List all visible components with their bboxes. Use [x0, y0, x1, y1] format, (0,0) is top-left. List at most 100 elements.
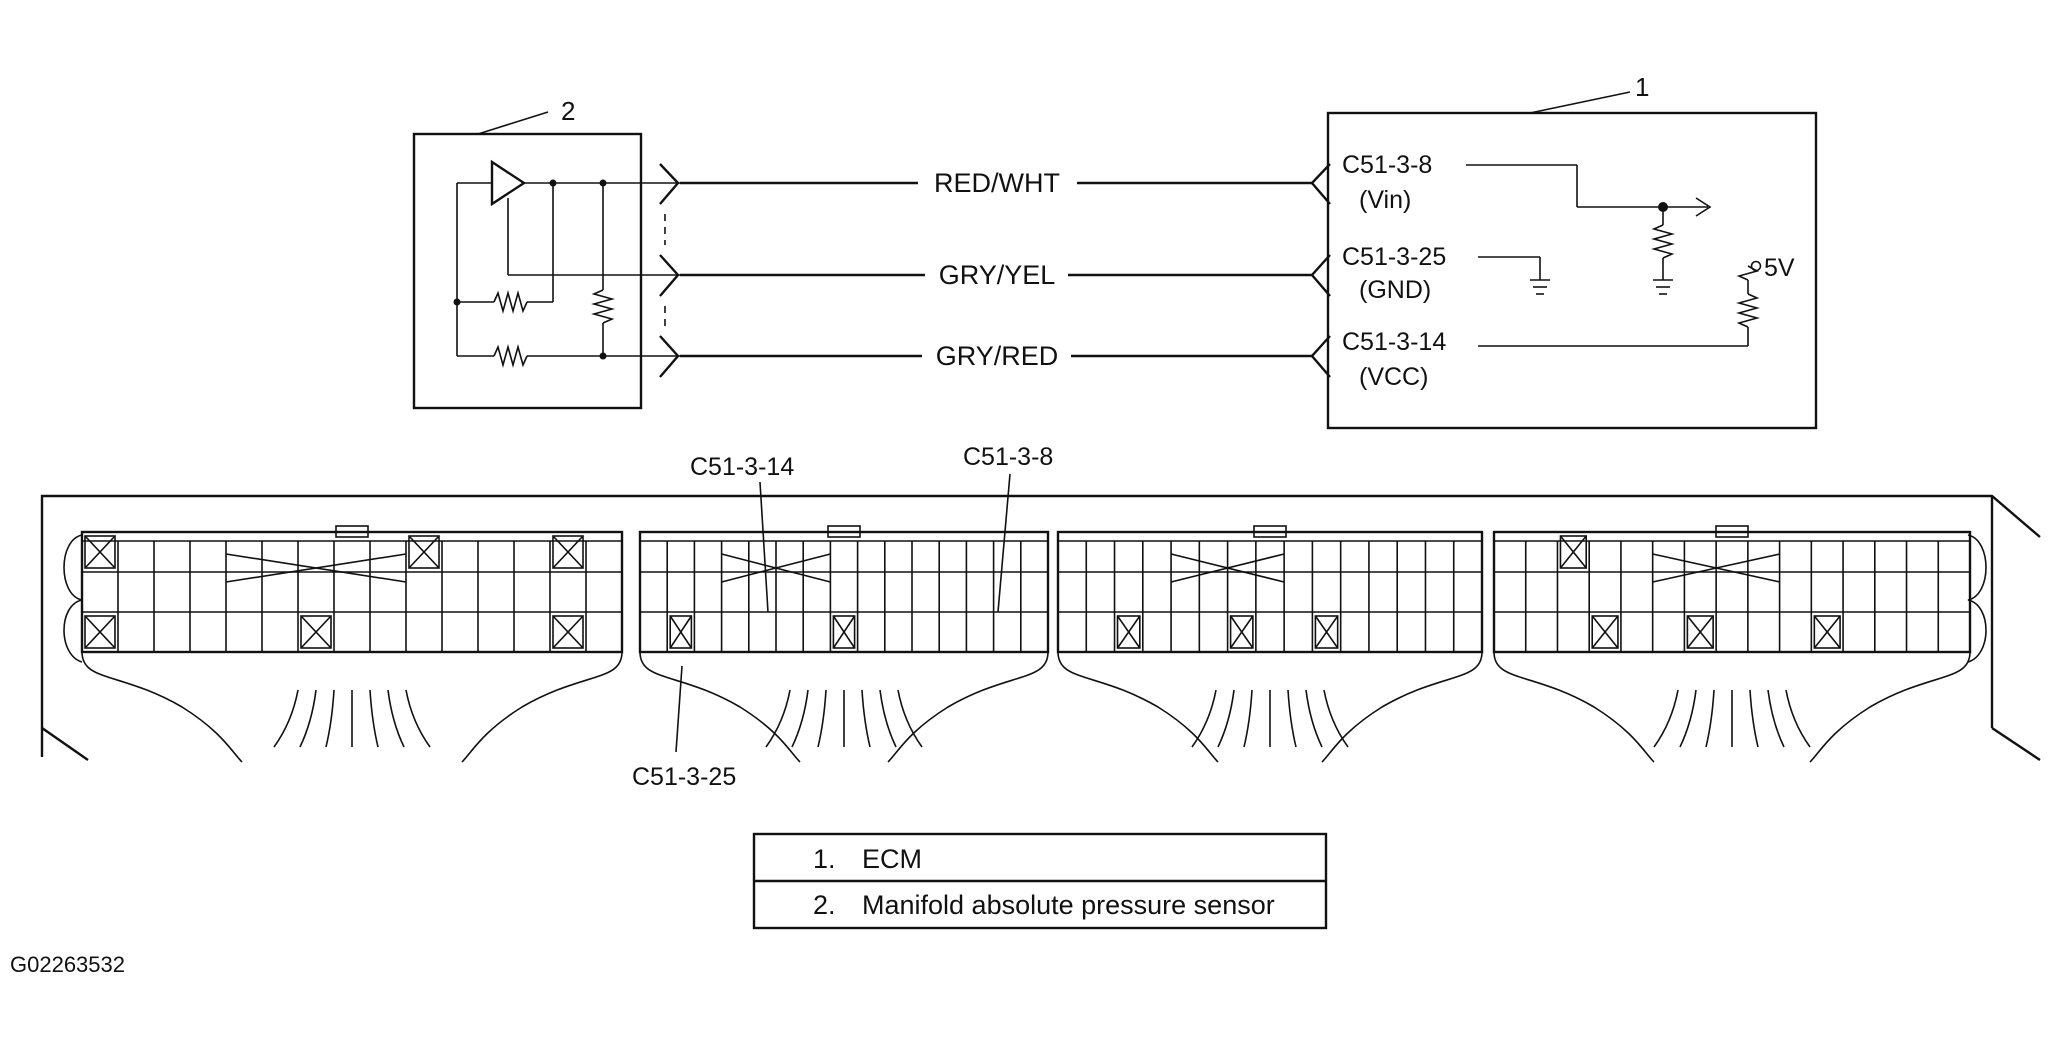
blank-cavity — [1813, 615, 1841, 649]
sensor-callout-number: 2 — [561, 96, 575, 126]
blank-cavity — [84, 615, 116, 649]
ecm-callout-number: 1 — [1635, 72, 1649, 102]
harness-wire — [387, 689, 405, 748]
connector-label-pin14: C51-3-14 — [690, 453, 794, 481]
harness-wire — [817, 689, 827, 748]
blank-cavity — [1813, 615, 1841, 649]
connector-latch — [827, 525, 861, 538]
blank-cavity — [1686, 615, 1714, 649]
ecm-box: 1 C51-3-8 (Vin) C51-3-25 (GND) C51-3-14 … — [1310, 72, 1818, 430]
harness-wire — [765, 689, 791, 748]
harness-outline — [81, 651, 243, 763]
map-sensor: 2 — [412, 96, 680, 410]
blank-cavity — [1314, 615, 1339, 649]
blank-cavity — [1591, 615, 1619, 649]
wire-gry-yel: GRY/YEL — [680, 260, 1312, 290]
harness-outline — [1809, 651, 1971, 763]
leader-line — [997, 473, 1011, 613]
connector-latch — [335, 525, 369, 538]
harness-wire — [1705, 689, 1715, 748]
blank-cavity — [1559, 535, 1587, 569]
blank-cavity — [669, 615, 693, 649]
sensor-connector — [659, 163, 680, 378]
connector-key-cross — [225, 553, 407, 583]
blank-cavity — [300, 615, 332, 649]
harness-outline — [1057, 651, 1219, 763]
blank-cavity — [1229, 615, 1254, 649]
ecm-pin-gnd: C51-3-25 — [1342, 243, 1446, 271]
harness-outline — [639, 651, 801, 763]
harness-wire — [1323, 689, 1349, 748]
blank-cavity — [1314, 615, 1339, 649]
harness-wire — [1217, 689, 1235, 748]
ecm-connector-drawing: C51-3-14 C51-3-8 C51-3-25 — [40, 443, 2041, 791]
blank-cavity — [552, 615, 584, 649]
ground-symbol — [1530, 279, 1550, 295]
blank-cavity — [1559, 535, 1588, 569]
connector-key-cross — [721, 553, 831, 583]
ecm-pin-vcc-signal: (VCC) — [1359, 363, 1428, 391]
harness-wire — [1785, 689, 1811, 748]
harness-wire — [1653, 689, 1679, 748]
amplifier-symbol — [490, 159, 527, 207]
wire-red-wht: RED/WHT — [680, 168, 1312, 198]
ecm-pin-gnd-signal: (GND) — [1359, 276, 1431, 304]
harness-wire — [405, 689, 431, 748]
harness-wire — [369, 689, 379, 748]
blank-cavity — [1686, 615, 1714, 649]
blank-cavity — [552, 535, 584, 569]
harness-outline — [1493, 651, 1655, 763]
ecm-pin-vin: C51-3-8 — [1342, 151, 1432, 179]
harness-wire — [1679, 689, 1697, 748]
blank-cavity — [84, 615, 116, 649]
harness-wire — [273, 689, 299, 748]
legend-text-1: ECM — [862, 844, 922, 874]
wire-label-gry-red: GRY/RED — [936, 341, 1059, 371]
harness-wire — [1767, 689, 1785, 748]
connector-label-pin25: C51-3-25 — [632, 763, 736, 791]
harness-outline — [1321, 651, 1483, 763]
ground-symbol — [1653, 279, 1673, 295]
ecm-pin-vin-signal: (Vin) — [1359, 186, 1411, 214]
blank-cavity — [552, 535, 584, 569]
harness-outline — [887, 651, 1049, 763]
blank-cavity — [1591, 615, 1619, 649]
blank-cavity — [408, 535, 440, 569]
connector-label-pin8: C51-3-8 — [963, 443, 1053, 471]
connector-key-cross — [1170, 553, 1285, 583]
connector-blocks — [80, 525, 1972, 763]
harness-wire — [1749, 689, 1759, 748]
connector-latch — [1715, 525, 1749, 538]
harness-wire — [1191, 689, 1217, 748]
blank-cavity — [832, 615, 856, 649]
connector-block — [1056, 530, 1484, 654]
harness-wire — [325, 689, 335, 748]
blank-cavity — [84, 535, 116, 569]
harness-wire — [897, 689, 923, 748]
blank-cavity — [1116, 615, 1141, 649]
connector-block — [638, 530, 1050, 654]
harness-wire — [1305, 689, 1323, 748]
blank-cavity — [1229, 615, 1254, 649]
blank-cavity — [832, 615, 856, 649]
blank-cavity — [408, 535, 440, 569]
harness-wire — [1243, 689, 1253, 748]
wire-label-red-wht: RED/WHT — [934, 168, 1060, 198]
harness-wire — [299, 689, 317, 748]
blank-cavity — [300, 615, 332, 649]
leader-line — [675, 665, 683, 753]
ecm-pin-vcc: C51-3-14 — [1342, 328, 1446, 356]
blank-cavity — [669, 615, 693, 649]
legend-num-2: 2. — [813, 890, 836, 920]
connector-latch — [1253, 525, 1287, 538]
blank-cavity — [552, 615, 584, 649]
harness-wire — [861, 689, 871, 748]
harness-wire — [791, 689, 809, 748]
wire-label-gry-yel: GRY/YEL — [939, 260, 1056, 290]
blank-cavity — [1116, 615, 1141, 649]
harness-outline — [461, 651, 623, 763]
figure-id: G02263532 — [10, 952, 125, 977]
connector-block — [80, 530, 624, 654]
wire-gry-red: GRY/RED — [680, 341, 1312, 371]
